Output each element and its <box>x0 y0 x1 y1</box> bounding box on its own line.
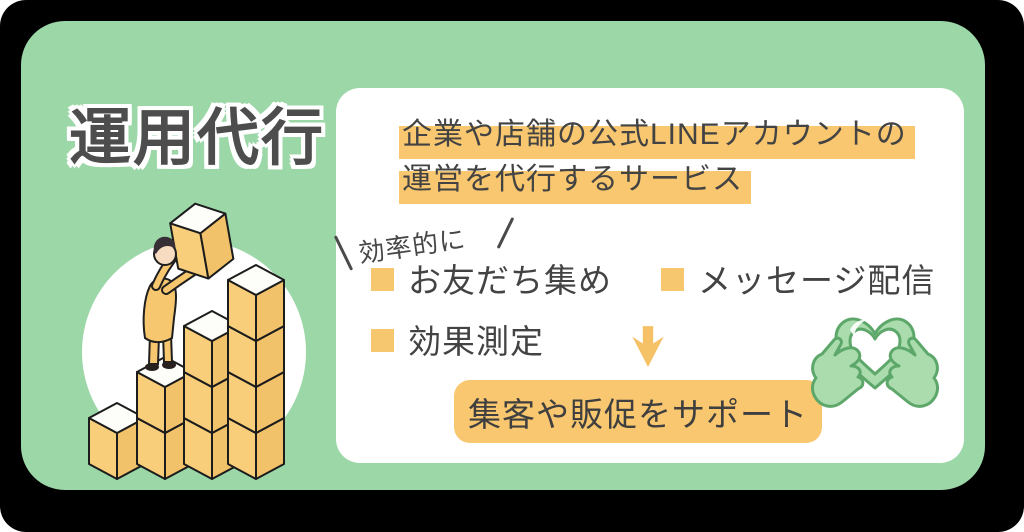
down-arrow-icon <box>632 326 664 367</box>
page-title: 運用代行 <box>69 104 326 173</box>
person-figure <box>142 197 237 371</box>
result-banner: 集客や販促をサポート <box>454 380 822 443</box>
list-item-effect-measurement: 効果測定 <box>371 315 544 363</box>
result-label: 集客や販促をサポート <box>468 395 808 433</box>
square-bullet-icon <box>661 268 684 291</box>
hands-holding-heart-icon <box>811 317 939 408</box>
decorative-slash <box>496 217 515 249</box>
list-item-label: メッセージ配信 <box>698 262 936 299</box>
list-item-label: 効果測定 <box>408 323 544 360</box>
list-item-friend-gathering: お友だち集め <box>371 254 612 302</box>
square-bullet-icon <box>371 329 394 352</box>
green-board: 運用代行 <box>21 21 985 490</box>
list-item-label: お友だち集め <box>408 262 612 299</box>
description-line-1: 企業や店舗の公式LINEアカウントの <box>399 112 915 159</box>
square-bullet-icon <box>371 268 394 291</box>
service-description: 企業や店舗の公式LINEアカウントの 運営を代行するサービス <box>399 112 915 204</box>
description-line-2: 運営を代行するサービス <box>399 157 751 204</box>
list-item-message-delivery: メッセージ配信 <box>661 254 935 302</box>
decorative-backslash <box>333 235 354 271</box>
person-stacking-boxes-illustration <box>82 197 306 480</box>
info-card: 企業や店舗の公式LINEアカウントの 運営を代行するサービス 効率的に お友だち… <box>333 88 964 463</box>
